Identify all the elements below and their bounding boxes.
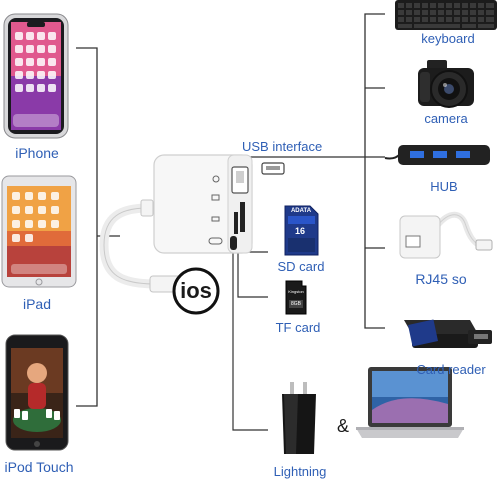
sd-card-brand: ADATA <box>290 208 312 214</box>
sd-card-capacity: 16 <box>294 226 306 236</box>
adapter-icon <box>99 154 253 293</box>
label-card-reader: Card reader <box>416 362 486 377</box>
label-ipod-touch: iPod Touch <box>4 459 74 475</box>
ios-badge-circle <box>172 267 220 315</box>
sd-card-icon <box>284 205 319 256</box>
tf-card-capacity: 8GB <box>290 301 302 307</box>
iphone-icon <box>3 13 69 139</box>
tf-card-icon <box>285 280 307 315</box>
ethernet-adapter-icon <box>399 211 493 259</box>
label-usb-interface: USB interface <box>242 139 323 154</box>
usb-hub-icon <box>384 145 490 165</box>
label-tf-card: TF card <box>275 320 321 335</box>
label-sd-card: SD card <box>277 259 325 274</box>
ios-badge-text: ios <box>180 278 212 303</box>
label-camera: camera <box>424 111 468 126</box>
camera-icon <box>418 60 474 108</box>
ampersand: & <box>336 416 350 436</box>
left-bracket <box>76 47 120 407</box>
ipad-icon <box>1 175 77 288</box>
label-keyboard: keyboard <box>421 31 475 46</box>
label-rj45: RJ45 so <box>415 271 467 287</box>
right-bracket <box>364 13 385 329</box>
card-reader-icon <box>404 319 492 348</box>
laptop-icon <box>356 367 464 438</box>
label-hub: HUB <box>430 179 458 194</box>
usb-plug-icon <box>261 162 285 175</box>
charger-icon <box>282 382 316 454</box>
keyboard-icon <box>395 0 497 30</box>
label-lightning: Lightning <box>273 464 327 479</box>
label-iphone: iPhone <box>15 145 59 161</box>
tf-card-brand: Kingston <box>288 289 304 294</box>
label-ipad: iPad <box>22 296 52 312</box>
ipod-icon <box>5 334 69 451</box>
